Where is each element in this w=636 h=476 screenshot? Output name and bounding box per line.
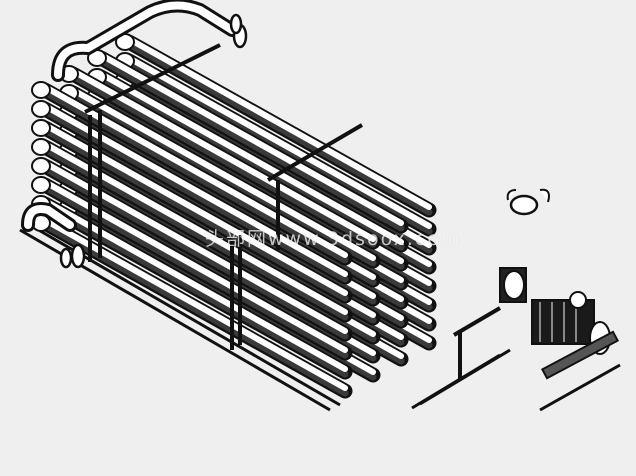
tube-highlight [42,103,348,277]
watermark: 头部网www.3dsoox.com [205,228,462,250]
pump-motor-icon [499,267,620,380]
tube-bundle [31,33,437,399]
tube-highlight [126,55,432,229]
tube-shadow [69,72,377,248]
tube-bend [31,138,51,156]
tube-shadow [41,88,349,264]
tube-shadow [125,40,433,216]
tube-shadow [125,59,433,235]
tube-highlight [98,52,404,226]
top-header-pipe [21,0,239,232]
tube-shadow [41,202,349,378]
tube-shadow [97,75,405,251]
tube-shadow [41,126,349,302]
support-frame [84,43,502,380]
tube-highlight [42,198,348,372]
tube-shadow [41,164,349,340]
tube-bend [31,81,51,99]
flange-icon [59,13,550,269]
tube-highlight [42,179,348,353]
tube-highlight [42,160,348,334]
tube-bend [31,157,51,175]
tube-highlight [70,68,376,242]
tube-shadow [41,183,349,359]
tube-shadow [41,107,349,283]
tube-bend [31,100,51,118]
tube-highlight [42,122,348,296]
tube-highlight [42,217,348,391]
tube-shadow [41,221,349,397]
tube-highlight [42,141,348,315]
tube-shadow [97,56,405,232]
tube-highlight [70,87,376,261]
tube-bend [31,119,51,137]
tube-shadow [41,145,349,321]
tube-shadow [69,91,377,267]
tube-bend [31,176,51,194]
tube-highlight [98,71,404,245]
tube-highlight [42,84,348,258]
